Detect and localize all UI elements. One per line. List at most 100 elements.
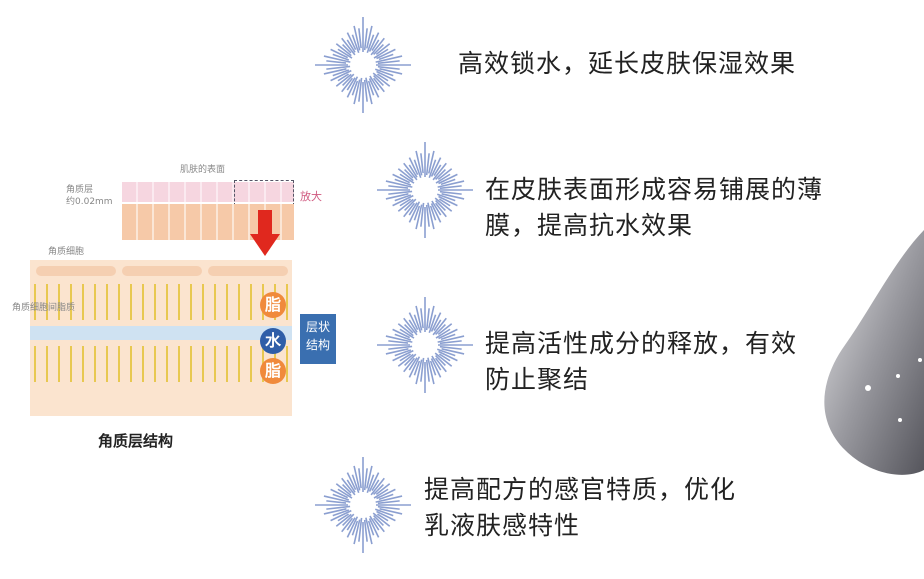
starburst-ray — [346, 76, 359, 98]
feature-line: 高效锁水，延长皮肤保湿效果 — [458, 49, 797, 78]
starburst-ray — [337, 73, 350, 82]
starburst-ray — [372, 77, 385, 93]
thickness-label: 约0.02mm — [66, 197, 113, 207]
starburst-ray — [351, 474, 360, 493]
starburst-ray — [425, 308, 430, 331]
starburst-ray — [438, 173, 458, 185]
starburst-ray — [366, 465, 373, 489]
starburst-ray — [372, 512, 391, 527]
starburst-ray — [346, 77, 356, 91]
starburst-icon — [315, 17, 411, 113]
lipid-bilayer-block — [30, 260, 292, 416]
starburst-ray — [375, 43, 391, 56]
starburst-ray — [428, 314, 437, 333]
starburst-ray — [373, 44, 384, 55]
starburst-ray — [439, 185, 462, 190]
lipid-badge-top: 脂 — [260, 292, 286, 318]
starburst-ray — [372, 517, 385, 533]
starburst-ray — [341, 37, 356, 56]
starburst-ray — [376, 70, 396, 82]
starburst-ray — [413, 360, 421, 376]
starburst-ray — [432, 317, 447, 336]
starburst-ray — [332, 53, 350, 61]
starburst-ray — [377, 60, 400, 65]
starburst-ray — [394, 349, 412, 357]
starburst-ray — [437, 348, 456, 357]
starburst-ray — [397, 198, 414, 212]
feature-4: 提高配方的感官特质，优化乳液肤感特性 — [424, 472, 736, 544]
starburst-ray — [367, 520, 375, 536]
starburst-ray — [437, 193, 456, 202]
starburst-ray — [440, 178, 456, 186]
starburst-ray — [431, 200, 442, 216]
starburst-ray — [428, 305, 435, 329]
starburst-ray — [435, 328, 451, 339]
starburst-ray — [342, 513, 355, 526]
feature-2: 在皮肤表面形成容易铺展的薄膜，提高抗水效果 — [485, 172, 823, 244]
starburst-ray — [363, 468, 368, 491]
starburst-ray — [373, 48, 389, 59]
starburst-ray — [326, 60, 347, 64]
starburst-ray — [373, 488, 389, 499]
starburst-ray — [408, 164, 418, 178]
starburst-ray — [346, 479, 356, 493]
starburst-ray — [399, 173, 415, 184]
starburst-ray — [392, 328, 411, 339]
starburst-ray — [323, 68, 347, 75]
starburst-ray — [434, 202, 447, 218]
starburst-ray — [430, 203, 442, 223]
starburst-ray — [379, 68, 403, 75]
starburst-ray — [371, 39, 380, 52]
starburst-ray — [330, 69, 352, 82]
starburst-ray — [413, 205, 421, 221]
starburst-ray — [420, 357, 425, 382]
starburst-ray — [353, 465, 361, 491]
starburst-ray — [369, 515, 380, 531]
starburst-ray — [392, 194, 414, 207]
starburst-ray — [434, 197, 453, 212]
starburst-ray — [404, 169, 414, 179]
starburst-ray — [373, 75, 384, 86]
feature-1: 高效锁水，延长皮肤保湿效果 — [458, 46, 796, 82]
starburst-ray — [431, 355, 442, 371]
starburst-ray — [337, 513, 350, 522]
starburst-ray — [375, 483, 391, 496]
corneocyte-label: 角质细胞 — [48, 247, 85, 257]
starburst-ray — [439, 345, 462, 350]
starburst-ray — [369, 75, 380, 91]
starburst-ray — [370, 477, 385, 496]
starburst-ray — [323, 508, 347, 515]
starburst-ray — [394, 194, 412, 202]
red-arrow-icon — [250, 210, 280, 260]
starburst-ray — [378, 493, 394, 501]
starburst-ray — [413, 314, 422, 333]
lamellar-structure-box: 层状结构 — [300, 314, 336, 364]
starburst-ray — [388, 190, 413, 195]
starburst-ray — [377, 505, 400, 510]
starburst-ray — [388, 345, 413, 350]
starburst-ray — [413, 159, 422, 178]
starburst-ray — [341, 77, 354, 93]
starburst-ray — [408, 319, 418, 333]
starburst-ray — [330, 488, 349, 499]
starburst-ray — [415, 305, 423, 331]
starburst-ray — [371, 479, 380, 492]
starburst-ray — [326, 505, 351, 510]
starburst-ray — [399, 328, 415, 339]
starburst-ray — [353, 519, 361, 545]
starburst-ray — [439, 190, 462, 195]
starburst-ray — [404, 353, 417, 366]
starburst-ray — [437, 335, 465, 343]
starburst-ray — [437, 323, 453, 336]
starburst-ray — [358, 517, 363, 542]
starburst-ray — [358, 28, 362, 49]
starburst-ray — [408, 356, 421, 378]
starburst-ray — [363, 519, 368, 542]
starburst-ray — [342, 73, 355, 86]
starburst-ray — [437, 168, 453, 181]
starburst-ray — [435, 355, 446, 366]
starburst-ray — [385, 348, 409, 355]
starburst-ray — [363, 28, 368, 51]
starburst-ray — [351, 34, 360, 53]
